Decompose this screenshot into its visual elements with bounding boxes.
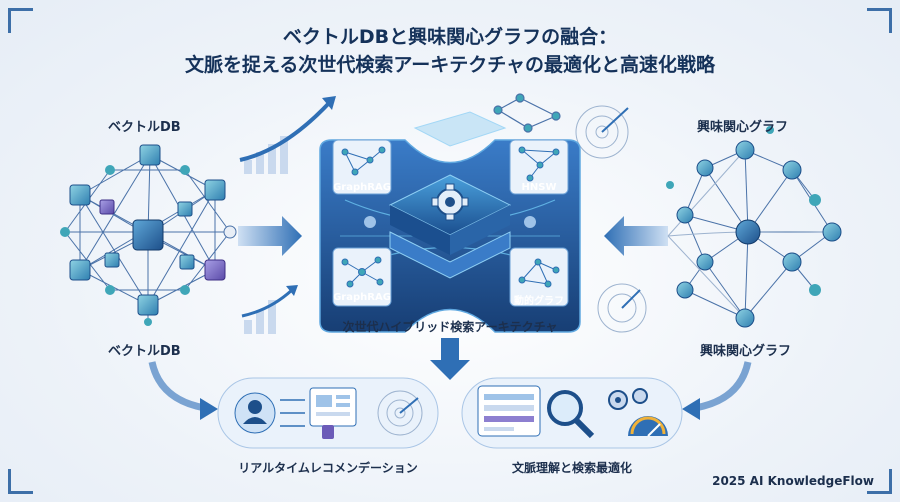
- panel-search-optimization: [461, 377, 683, 449]
- tile-top-left-label: GraphRAG: [333, 182, 391, 193]
- arrow-right-curve: [694, 361, 752, 412]
- tile-bottom-right: [509, 247, 569, 307]
- arrow-center-down: [430, 338, 470, 380]
- growth-chart-icon: [241, 285, 298, 334]
- arrow-left-curve: [148, 361, 206, 412]
- growth-chart-icon: [239, 96, 336, 174]
- gear-stack: [364, 111, 536, 279]
- title-line-2: 文脈を捉える次世代検索アーキテクチャの最適化と高速化戦略: [184, 54, 716, 76]
- interest-graph-nodes: [666, 126, 842, 328]
- corner-bracket: [8, 469, 33, 494]
- recommendation-caption: リアルタイムレコメンデーション: [238, 461, 418, 475]
- tile-bottom-left: [332, 247, 392, 307]
- interest-graph-label-bottom: 興味関心グラフ: [700, 344, 792, 359]
- center-architecture-label: 次世代ハイブリッド検索アーキテクチャ: [342, 320, 558, 334]
- arrow-left-to-center: [238, 216, 302, 256]
- tile-bottom-right-label: 動的グラフ: [514, 296, 564, 307]
- radar-icon: [575, 105, 629, 159]
- tile-top-left: [332, 139, 392, 195]
- search-optimization-caption: 文脈理解と検索最適化: [511, 461, 632, 475]
- vector-db-label-bottom: ベクトルDB: [108, 344, 181, 359]
- footer-credit: 2025 AI KnowledgeFlow: [712, 474, 874, 488]
- panel-recommendation: [217, 377, 439, 449]
- vector-db-cubes: [60, 144, 237, 326]
- tile-top-right: [509, 139, 569, 195]
- tile-bottom-left-label: GraphRAG: [333, 292, 391, 303]
- corner-bracket: [8, 8, 33, 33]
- corner-bracket: [867, 469, 892, 494]
- arrow-right-to-center: [604, 216, 668, 256]
- mini-graph-icon: [493, 93, 561, 133]
- corner-bracket: [867, 8, 892, 33]
- interest-graph-label-top: 興味関心グラフ: [697, 120, 789, 135]
- vector-db-label-top: ベクトルDB: [108, 120, 181, 135]
- radar-icon: [597, 283, 647, 333]
- tile-top-right-label: HNSW: [521, 182, 557, 193]
- title-line-1: ベクトルDBと興味関心グラフの融合：: [282, 26, 618, 48]
